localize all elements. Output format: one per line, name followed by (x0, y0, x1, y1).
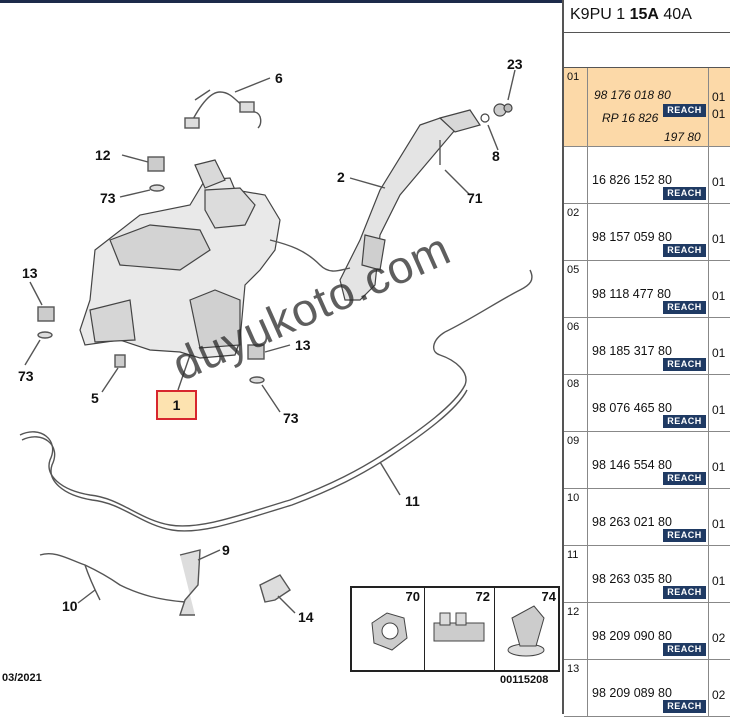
reach-badge: REACH (663, 358, 706, 371)
part-number: 98 176 018 80 (594, 88, 671, 102)
row-quantity: 01 (708, 375, 730, 431)
reach-badge: REACH (663, 104, 706, 117)
parts-row[interactable]: 11 98 263 035 80 REACH 01 (564, 546, 730, 603)
parts-row[interactable]: 16 826 152 80 REACH 01 (564, 147, 730, 204)
reach-badge: REACH (663, 301, 706, 314)
reach-badge: REACH (663, 244, 706, 257)
callout-5: 5 (91, 390, 99, 406)
row-quantity: 02 (708, 660, 730, 716)
row-index: 05 (564, 261, 588, 317)
part-number: 98 146 554 80 (592, 458, 672, 472)
parts-row[interactable]: 06 98 185 317 80 REACH 01 (564, 318, 730, 375)
callout-14: 14 (298, 609, 314, 625)
row-quantity: 01 (708, 432, 730, 488)
inset-number: 70 (405, 589, 420, 604)
parts-row-selected[interactable]: 01 98 176 018 80 REACH RP 16 826 197 80 … (564, 68, 730, 147)
callout-11: 11 (405, 493, 420, 509)
part-number: 98 157 059 80 (592, 230, 672, 244)
parts-drawing (19, 69, 533, 616)
hardware-inset: 70 72 74 (350, 586, 560, 672)
reach-badge: REACH (663, 529, 706, 542)
parts-row[interactable]: 09 98 146 554 80 REACH 01 (564, 432, 730, 489)
part-number: 98 209 089 80 (592, 686, 672, 700)
diagram-date: 03/2021 (2, 672, 42, 684)
row-quantity: 01 (708, 546, 730, 602)
callout-6: 6 (275, 70, 283, 86)
fastener-icon (507, 605, 545, 657)
reach-badge: REACH (663, 643, 706, 656)
parts-row[interactable]: 05 98 118 477 80 REACH 01 (564, 261, 730, 318)
row-index: 02 (564, 204, 588, 260)
nut-icon (371, 612, 408, 651)
top-bar (0, 0, 562, 3)
callout-10: 10 (62, 598, 78, 614)
parts-row[interactable]: 12 98 209 090 80 REACH 02 (564, 603, 730, 660)
row-index: 13 (564, 660, 588, 716)
row-quantity: 01 (708, 318, 730, 374)
row-quantity: 01 (708, 489, 730, 545)
part-number: 16 826 152 80 (592, 173, 672, 187)
inset-number: 72 (475, 589, 490, 604)
row-index (564, 147, 588, 203)
replacement-part-suffix: 197 80 (664, 130, 701, 144)
inset-number: 74 (541, 589, 556, 604)
inset-cell-74: 74 (494, 588, 560, 670)
row-index: 09 (564, 432, 588, 488)
row-index: 10 (564, 489, 588, 545)
reach-badge: REACH (663, 187, 706, 200)
callout-73: 73 (100, 190, 116, 206)
inset-cell-70: 70 (352, 588, 425, 670)
callout-73: 73 (18, 368, 34, 384)
parts-list-panel: K9PU 1 15A 40A 01 98 176 018 80 REACH RP… (562, 0, 730, 717)
parts-row[interactable]: 02 98 157 059 80 REACH 01 (564, 204, 730, 261)
callout-2: 2 (337, 169, 345, 185)
replacement-part-number: RP 16 826 (602, 111, 659, 125)
parts-row[interactable]: 08 98 076 465 80 REACH 01 (564, 375, 730, 432)
part-number: 98 209 090 80 (592, 629, 672, 643)
model-code: K9PU 1 15A 40A (570, 6, 692, 23)
row-quantity: 01 01 (708, 68, 730, 146)
row-index: 01 (564, 68, 588, 146)
diagram-doc-id: 00115208 (500, 674, 549, 686)
callout-9: 9 (222, 542, 230, 558)
row-quantity: 01 (708, 204, 730, 260)
row-index: 06 (564, 318, 588, 374)
parts-list: 01 98 176 018 80 REACH RP 16 826 197 80 … (564, 68, 730, 717)
inset-cell-72: 72 (424, 588, 495, 670)
selected-callout-number: 1 (172, 397, 181, 413)
part-number: 98 076 465 80 (592, 401, 672, 415)
callout-73: 73 (283, 410, 299, 426)
reach-badge: REACH (663, 472, 706, 485)
row-index: 08 (564, 375, 588, 431)
selected-callout-box[interactable]: 1 (156, 390, 197, 420)
row-index: 11 (564, 546, 588, 602)
reach-badge: REACH (663, 415, 706, 428)
row-quantity: 01 (708, 261, 730, 317)
callout-13: 13 (295, 337, 311, 353)
callout-23: 23 (507, 56, 523, 72)
callout-12: 12 (95, 147, 111, 163)
callout-13: 13 (22, 265, 38, 281)
parts-row[interactable]: 10 98 263 021 80 REACH 01 (564, 489, 730, 546)
clip-icon (433, 612, 485, 642)
part-number: 98 118 477 80 (592, 287, 672, 301)
parts-row[interactable]: 13 98 209 089 80 REACH 02 (564, 660, 730, 717)
part-number: 98 263 035 80 (592, 572, 672, 586)
part-number: 98 185 317 80 (592, 344, 672, 358)
row-quantity: 02 (708, 603, 730, 659)
part-number: 98 263 021 80 (592, 515, 672, 529)
callout-8: 8 (492, 148, 500, 164)
exploded-diagram: 6 23 12 2 8 73 71 13 13 73 5 73 11 9 10 … (0, 0, 562, 686)
reach-badge: REACH (663, 586, 706, 599)
row-index: 12 (564, 603, 588, 659)
reach-badge: REACH (663, 700, 706, 713)
panel-subheader (564, 32, 730, 68)
callout-71: 71 (467, 190, 483, 206)
row-quantity: 01 (708, 147, 730, 203)
